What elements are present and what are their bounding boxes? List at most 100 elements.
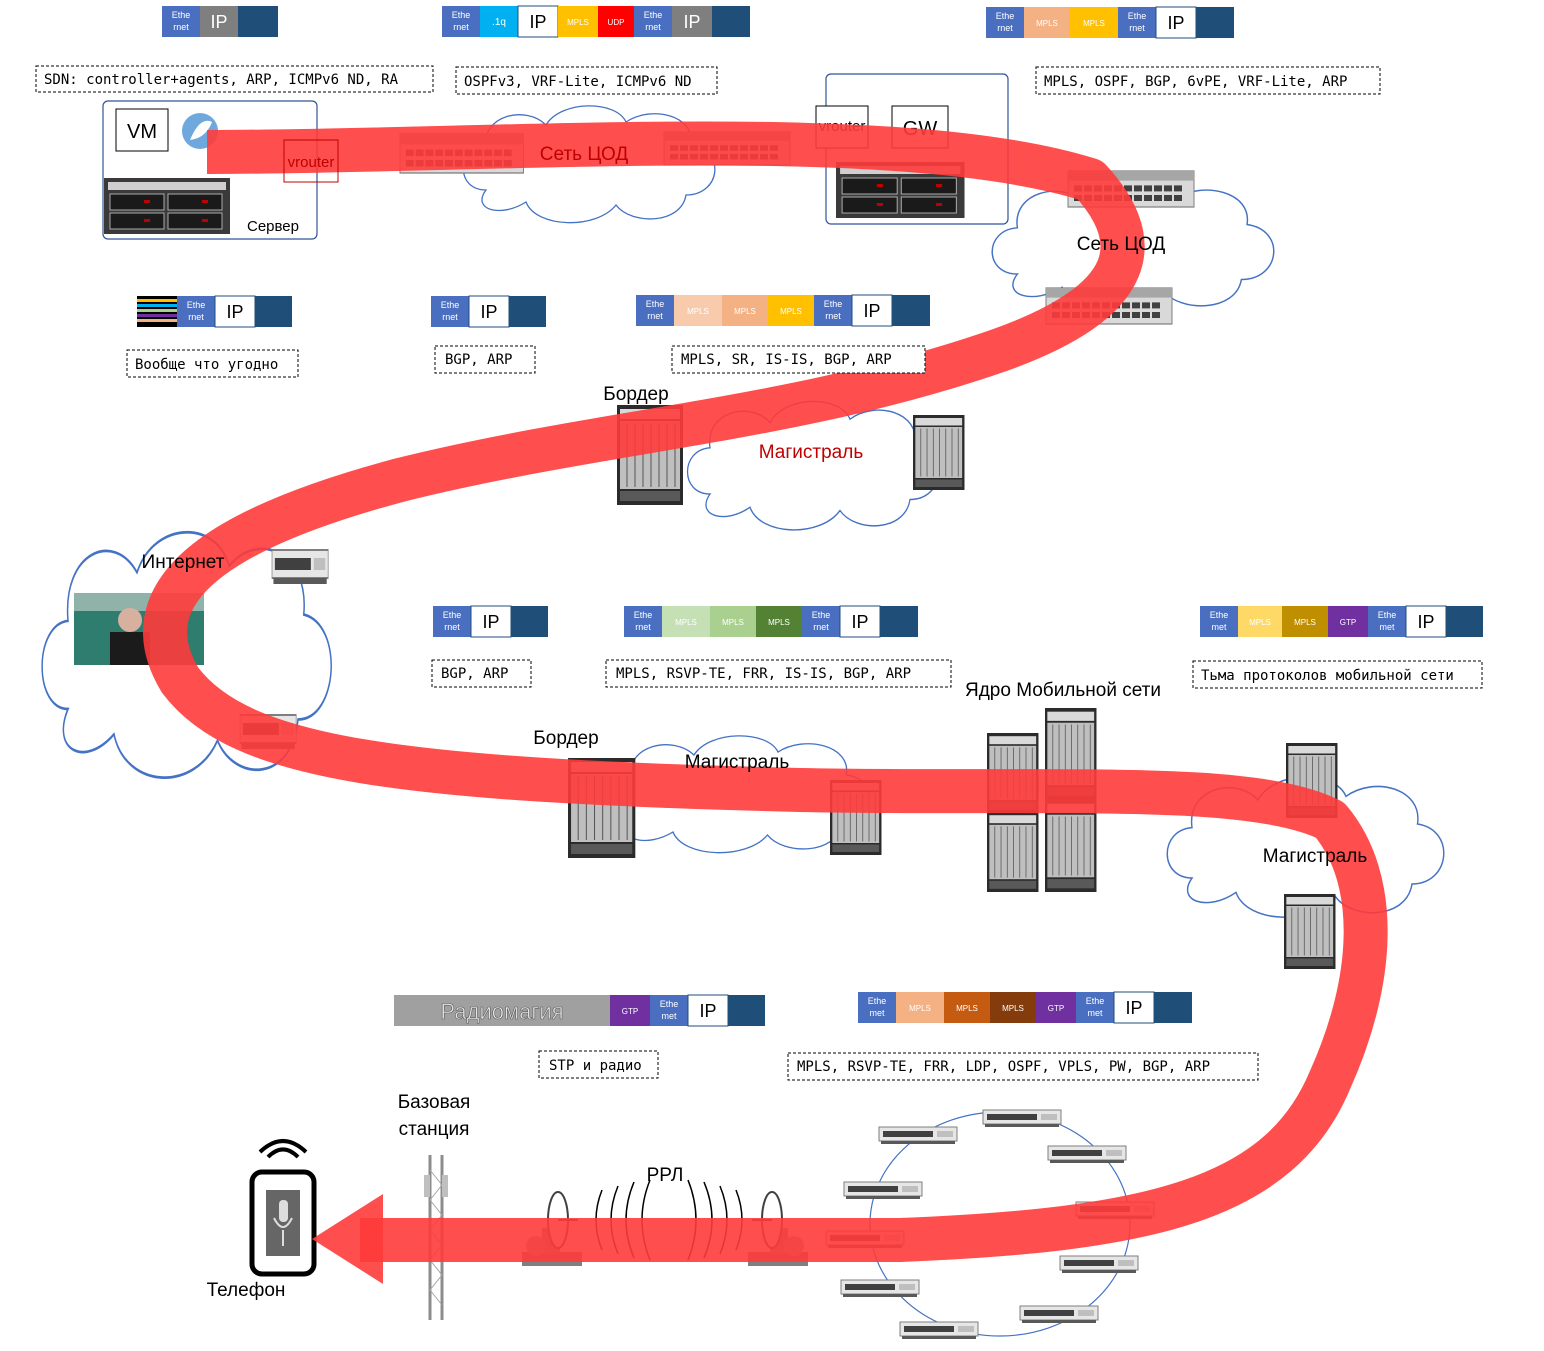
hdr-mpls [558,6,598,37]
internet-label: Интернет [142,552,225,573]
dc-net-label-2: Сеть ЦОД [1077,234,1166,255]
header-label-mpls: MPLS [675,618,697,627]
header-label-eth-l2: rnet [442,312,458,322]
header-label-eth-l2: rnet [813,622,829,632]
hdr-ethernet [802,606,840,637]
hdr-mpls [768,295,814,326]
header-label-eth-l1: Ethe [646,299,665,309]
protocol-text-ospf-vrf: OSPFv3, VRF-Lite, ICMPv6 ND [464,74,692,90]
header-label-eth-l2: rnet [825,311,841,321]
hdr-anything-stripes [137,296,177,327]
hdr-mpls [756,606,802,637]
hdr-mpls [1024,7,1070,38]
hdr-ethernet [1118,7,1156,38]
protocol-box-anything: Вообще что угодно [126,349,299,378]
packet-stack-7: Ethe rnet IP [433,605,548,638]
metro-switch [1019,1305,1099,1324]
path-arrowhead [312,1194,383,1284]
border-label-1: Бордер [603,384,668,405]
hdr-ethernet [624,606,662,637]
base-station-label-2: станция [399,1119,470,1140]
hdr-ip [214,295,256,328]
header-label-udp: UDP [608,18,625,27]
protocol-box-bgp-arp-2: BGP, ARP [431,659,532,688]
header-label-gtp: GTP [1048,1004,1064,1013]
header-label-eth-l2b: met [661,1011,677,1021]
protocol-box-ospf-vrf: OSPFv3, VRF-Lite, ICMPv6 ND [455,66,718,95]
protocol-box-mobile: Тьма протоколов мобильной сети [1192,660,1483,689]
metro-switch [840,1279,920,1298]
vm-label: VM [127,121,157,143]
internet-router-1 [271,549,330,585]
header-label-eth-l2: rnet [635,622,651,632]
vrouter-box [283,139,339,183]
packet-stack-2: Ethe rnet .1q IP MPLS UDP Ethe rnet IP [442,5,750,38]
protocol-text-anything: Вообще что угодно [135,357,278,373]
backbone-router-4 [1283,893,1336,970]
header-label-mpls: MPLS [768,618,790,627]
hdr-ip [687,994,729,1027]
hdr-ip [470,605,512,638]
packet-stack-3: Ethe rnet MPLS MPLS Ethe rnet IP [986,6,1234,39]
header-label-eth-l2: rnet [444,622,460,632]
protocol-box-mpls-rsvp: MPLS, RSVP-TE, FRR, IS-IS, BGP, ARP [605,659,952,688]
header-label-eth-l2: rnet [188,312,204,322]
hdr-mpls [944,992,990,1023]
hdr-ip [200,6,238,37]
metro-switch [982,1109,1062,1128]
traffic-path [143,121,1388,1262]
header-label-eth-l1: Ethe [441,300,460,310]
header-label-eth-l2b: met [1379,622,1395,632]
protocol-text-sdn: SDN: controller+agents, ARP, ICMPv6 ND, … [44,72,399,88]
protocol-text-mpls-ldp: MPLS, RSVP-TE, FRR, LDP, OSPF, VPLS, PW,… [797,1059,1210,1075]
hdr-ip [468,295,510,328]
header-label-eth-l1: Ethe [1378,610,1397,620]
border-label-2: Бордер [533,728,598,749]
packet-stack-6: Ethe rnet MPLS MPLS MPLS Ethe rnet IP [636,294,930,327]
hdr-ethernet [442,6,480,37]
header-label-mpls: MPLS [1249,618,1271,627]
header-label-mpls: MPLS [722,618,744,627]
header-label-ip: IP [210,12,227,32]
header-label-eth-l2: rnet [647,311,663,321]
mobile-core-label: Ядро Мобильной сети [965,680,1161,701]
base-station-label-1: Базовая [398,1092,471,1113]
header-label-mpls: MPLS [1002,1004,1024,1013]
hdr-mpls [1238,606,1282,637]
header-label-eth-l1: Ethe [1210,610,1229,620]
header-label-eth-l1: Ethe [187,300,206,310]
protocol-text-stp-radio: STP и радио [549,1058,642,1074]
header-label-ip: IP [699,1001,716,1021]
metro-switch [1047,1145,1127,1164]
metro-switch [878,1126,958,1145]
hdr-ethernet [634,6,672,37]
header-label-mpls: MPLS [734,307,756,316]
rrl-label: РРЛ [647,1165,684,1186]
hdr-gtp [1036,992,1076,1023]
hdr-gtp [610,995,650,1026]
header-label-mpls: MPLS [1083,19,1105,28]
hdr-ip [851,294,893,327]
hdr-mpls [896,992,944,1023]
header-label-eth-l2b: met [1211,622,1227,632]
hdr-radiomagic: Радиомагия [394,995,610,1026]
header-label-mpls: MPLS [780,307,802,316]
header-label-eth-l1: Ethe [1086,996,1105,1006]
hdr-ethernet [986,7,1024,38]
hdr-ethernet [431,296,469,327]
metro-switch [1059,1255,1139,1274]
header-label-eth-l1: Ethe [452,10,471,20]
protocol-box-mpls-sr: MPLS, SR, IS-IS, BGP, ARP [671,345,926,374]
header-label-eth-l1: Ethe [660,999,679,1009]
hdr-ethernet [177,296,215,327]
header-label-ip: IP [683,12,700,32]
header-label-mpls: MPLS [1036,19,1058,28]
header-label-eth-l2: rnet [173,22,189,32]
header-label-ip: IP [851,612,868,632]
header-label-eth-l1: Ethe [812,610,831,620]
packet-stack-1: Ethe rnet IP [162,6,278,37]
protocol-box-bgp-arp-1: BGP, ARP [434,345,536,374]
hdr-mpls [674,295,722,326]
metro-switch [843,1181,923,1200]
header-label-mpls: MPLS [1294,618,1316,627]
